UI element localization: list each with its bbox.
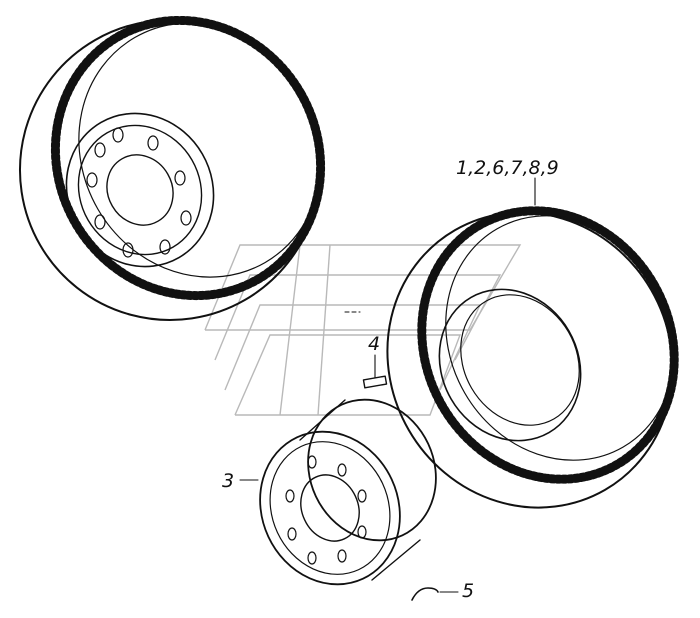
separate-tire (386, 206, 679, 509)
mounted-wheel-assembly (19, 15, 326, 321)
tire-tread-band (50, 15, 326, 301)
rim-back-flange (307, 398, 437, 542)
clip-icon (411, 587, 439, 601)
leader-lines (239, 177, 536, 593)
rim-bolt-holes (285, 455, 367, 565)
tire-tread-band (417, 206, 679, 484)
bolt-holes (86, 127, 192, 258)
wheel-rim (259, 398, 437, 586)
callout-tire-parts: 1,2,6,7,8,9 (456, 157, 559, 179)
callout-clip: 5 (462, 580, 474, 602)
rim-front-flange (259, 430, 401, 586)
valve-stem-icon (362, 375, 388, 389)
watermark-logo (204, 244, 522, 416)
rim-disc (77, 124, 203, 256)
callout-valve: 4 (368, 333, 380, 355)
tire-bead (65, 112, 215, 268)
tire-bead-opening (438, 288, 582, 442)
rim-hub-hole (300, 474, 360, 542)
tire-outer-edge (386, 211, 674, 509)
callout-rim: 3 (222, 470, 234, 492)
hub-hole (106, 154, 174, 226)
